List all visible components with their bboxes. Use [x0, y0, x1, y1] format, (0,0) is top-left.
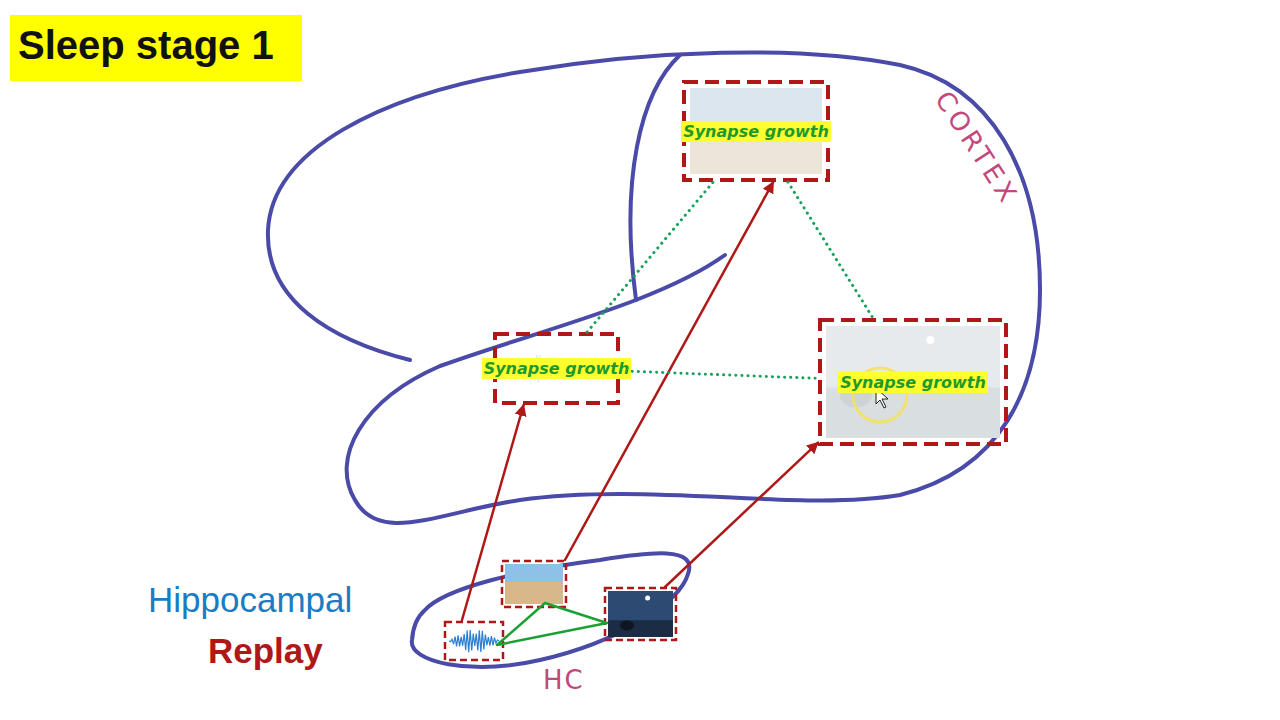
- moon-dot: [926, 336, 934, 344]
- diagram-title: Sleep stage 1: [10, 15, 302, 81]
- replay-arrow: [462, 405, 524, 620]
- box-label: Synapse growth: [681, 121, 831, 142]
- thumb-sky: [505, 564, 563, 582]
- replay-arrow: [665, 443, 818, 587]
- box-label: Synapse growth: [482, 358, 632, 379]
- cortex-region: CORTEXSynapse growthSynapse growthSynaps…: [265, 48, 1045, 540]
- outline-group: [412, 553, 690, 667]
- thumb-bg: [448, 625, 500, 657]
- dashed-border: [502, 561, 566, 607]
- hippocampus-region: HC: [405, 545, 700, 703]
- association-triangle: [497, 603, 607, 645]
- thumb-sky: [608, 591, 673, 637]
- sulcus-line: [630, 55, 680, 300]
- region-name: HC: [543, 665, 585, 695]
- waveform: [449, 630, 499, 652]
- outline-path: [412, 553, 690, 667]
- thumb-sand: [505, 582, 563, 604]
- memory-thumbnail: [445, 622, 503, 660]
- memory-thumbnail: [605, 588, 676, 640]
- association-link: [620, 371, 818, 378]
- association-link: [587, 182, 713, 332]
- memory-box: Synapse growth: [682, 80, 830, 182]
- region-label: Hippocampal: [148, 580, 352, 620]
- dashed-border: [605, 588, 676, 640]
- sky-area: [690, 88, 822, 124]
- thumb-sea: [608, 620, 673, 637]
- memory-box: Synapse growth: [493, 332, 620, 405]
- process-label: Replay: [208, 631, 323, 671]
- thumb-figures: [620, 620, 634, 630]
- memory-thumbnail: [502, 561, 566, 607]
- box-label: Synapse growth: [838, 372, 988, 393]
- memory-box: Synapse growth: [818, 318, 1008, 446]
- association-link: [788, 182, 873, 318]
- node-outline: [265, 48, 1045, 540]
- outline-group: [268, 52, 1040, 523]
- thumb-moon: [645, 596, 650, 601]
- replay-arrow: [565, 182, 773, 560]
- box-image: [826, 326, 1000, 438]
- outline-path: [268, 52, 1040, 523]
- dashed-border: [445, 622, 503, 660]
- dashed-border: [820, 320, 1006, 444]
- sky-area: [826, 326, 1000, 438]
